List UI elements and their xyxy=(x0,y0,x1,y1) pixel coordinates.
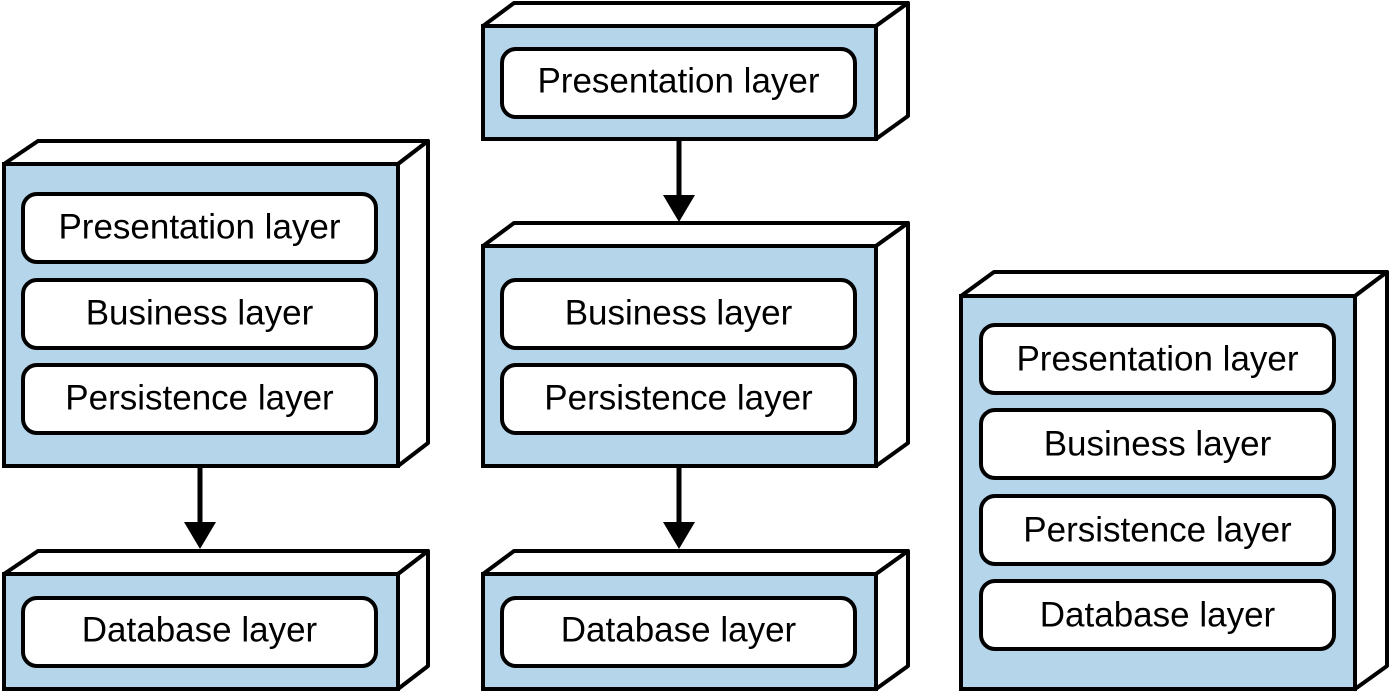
layer-pill: Database layer xyxy=(979,579,1336,651)
node-side-face xyxy=(396,549,430,691)
layer-label: Business layer xyxy=(565,293,793,332)
layer-pill: Presentation layer xyxy=(500,47,857,119)
layer-pill: Database layer xyxy=(500,596,857,668)
node-db-left: Database layer xyxy=(2,549,430,691)
layer-pill: Presentation layer xyxy=(21,192,378,264)
layer-label: Database layer xyxy=(82,610,318,649)
node-top-face xyxy=(481,1,910,28)
node-side-face xyxy=(874,549,910,691)
node-top-face xyxy=(481,221,910,248)
layer-pill: Business layer xyxy=(979,408,1336,480)
layer-label: Persistence layer xyxy=(544,378,813,417)
arrowhead xyxy=(663,195,695,222)
layer-label: Database layer xyxy=(1040,595,1276,634)
node-side-face xyxy=(874,1,910,141)
arrowhead xyxy=(663,522,695,549)
layer-pill: Persistence layer xyxy=(21,363,378,435)
layer-pill: Business layer xyxy=(21,278,378,350)
node-top-face xyxy=(481,549,910,576)
node-business-middle: Business layer Persistence layer xyxy=(481,221,910,468)
layer-label: Presentation layer xyxy=(58,207,340,246)
node-presentation-middle: Presentation layer xyxy=(481,1,910,141)
arrowhead xyxy=(184,522,216,549)
layer-pill: Persistence layer xyxy=(979,494,1336,566)
layer-pill: Presentation layer xyxy=(979,323,1336,395)
layer-label: Database layer xyxy=(561,610,797,649)
layer-label: Presentation layer xyxy=(537,61,819,100)
node-side-face xyxy=(396,139,430,468)
layer-pill: Business layer xyxy=(500,278,857,350)
layer-pill: Database layer xyxy=(21,596,378,668)
layer-label: Persistence layer xyxy=(65,378,334,417)
layer-label: Business layer xyxy=(1044,424,1272,463)
layer-pill: Persistence layer xyxy=(500,363,857,435)
node-top-face xyxy=(2,549,430,576)
node-side-face xyxy=(1353,270,1389,691)
node-top-face xyxy=(2,139,430,166)
node-db-middle: Database layer xyxy=(481,549,910,691)
layer-label: Business layer xyxy=(86,293,314,332)
node-side-face xyxy=(874,221,910,468)
layer-label: Presentation layer xyxy=(1016,339,1298,378)
node-top-face xyxy=(959,270,1389,298)
layer-label: Persistence layer xyxy=(1023,510,1292,549)
node-app-left: Presentation layer Business layer Persis… xyxy=(2,139,430,468)
node-all-in-one-right: Presentation layer Business layer Persis… xyxy=(959,270,1389,691)
